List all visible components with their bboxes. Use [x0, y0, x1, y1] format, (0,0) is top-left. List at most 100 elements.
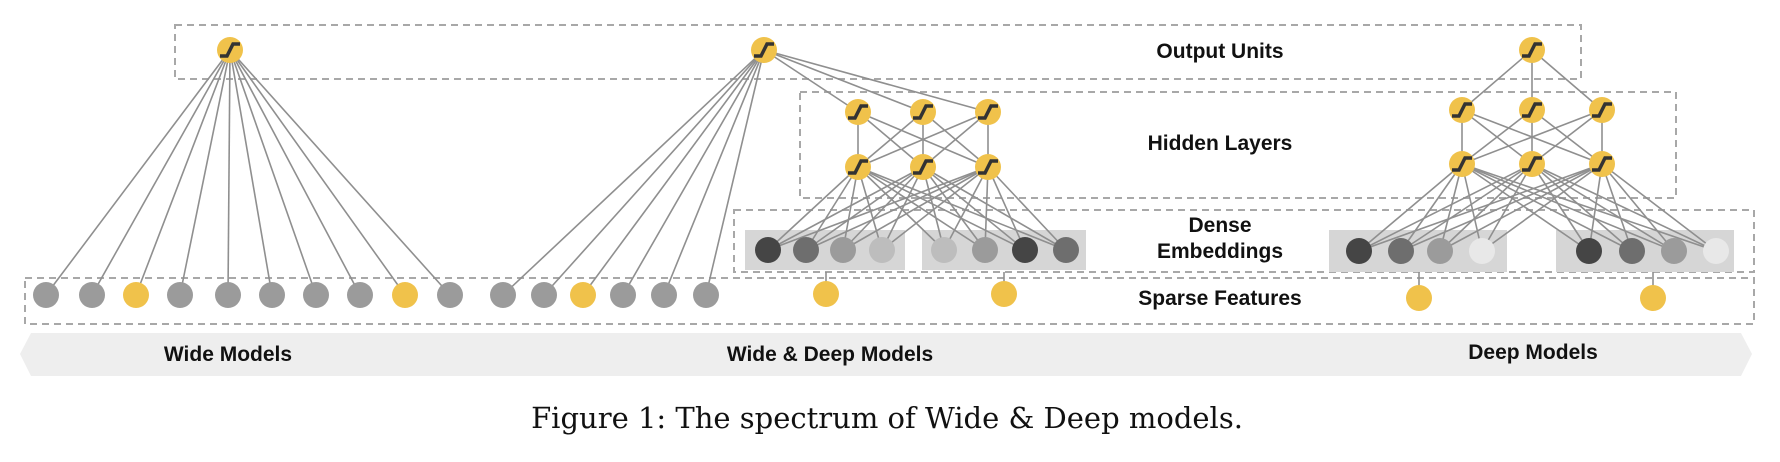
connection-line: [1461, 163, 1675, 252]
connection-line: [805, 166, 859, 251]
connection-line: [1588, 163, 1603, 252]
deep-hidden-unit: [1449, 97, 1475, 123]
deep-output-unit: [1519, 37, 1545, 63]
connection-line: [45, 49, 231, 296]
connection-line: [881, 166, 989, 251]
sparse-features-box: [24, 277, 1755, 325]
connection-line: [91, 49, 231, 296]
deep-models-label: Deep Models: [1468, 341, 1598, 364]
wide-deep-sparse-feature: [570, 282, 596, 308]
connection-line: [1531, 163, 1590, 252]
sigmoid-unit-icon: [913, 104, 933, 120]
connection-line: [229, 49, 451, 296]
connection-line: [767, 166, 859, 251]
sigmoid-unit-icon: [978, 104, 998, 120]
wide-deep-hidden-unit: [975, 154, 1001, 180]
deep-embedding-unit: [1469, 238, 1495, 264]
sparse-features-label: Sparse Features: [1138, 287, 1301, 310]
connection-line: [767, 166, 924, 251]
connection-line: [842, 166, 859, 251]
connection-line: [1358, 163, 1533, 252]
connection-line: [1481, 163, 1533, 252]
wide-sparse-feature: [33, 282, 59, 308]
wide-deep-embedding-unit: [830, 237, 856, 263]
wide-deep-embedding-unit: [972, 237, 998, 263]
wide-sparse-feature: [392, 282, 418, 308]
connection-line: [179, 49, 231, 296]
wide-sparse-feature: [123, 282, 149, 308]
connection-line: [1461, 49, 1533, 111]
connection-line: [857, 111, 989, 168]
connection-line: [227, 49, 231, 296]
connection-line: [763, 49, 924, 113]
connection-line: [922, 111, 989, 168]
connections: [45, 49, 1717, 298]
connection-line: [663, 49, 765, 296]
deep-hidden-unit: [1519, 151, 1545, 177]
wide-deep-sparse-feature: [991, 281, 1017, 307]
connection-line: [1439, 163, 1603, 252]
wide-deep-embedding-unit: [931, 237, 957, 263]
connection-line: [857, 111, 924, 168]
connection-line: [857, 166, 986, 251]
wide-deep-hidden-unit: [975, 99, 1001, 125]
connection-line: [1461, 163, 1590, 252]
sigmoid-unit-icon: [848, 159, 868, 175]
connection-line: [767, 166, 989, 251]
wide-sparse-feature: [347, 282, 373, 308]
connection-line: [1531, 163, 1633, 252]
connection-line: [1531, 49, 1603, 111]
sigmoid-unit-icon: [978, 159, 998, 175]
connection-line: [582, 49, 765, 296]
deep-hidden-unit: [1589, 151, 1615, 177]
connection-line: [1461, 163, 1483, 252]
wide-sparse-feature: [167, 282, 193, 308]
connection-line: [229, 49, 273, 296]
connection-line: [229, 49, 406, 296]
deep-embedding-unit: [1346, 238, 1372, 264]
connection-line: [1601, 163, 1633, 252]
connection-line: [805, 166, 989, 251]
connection-line: [1400, 163, 1463, 252]
connection-line: [922, 166, 945, 251]
wide-deep-embedding-unit: [793, 237, 819, 263]
connection-line: [1439, 163, 1463, 252]
connection-line: [1531, 163, 1675, 252]
connection-line: [502, 49, 765, 296]
wide-deep-hidden-unit: [845, 154, 871, 180]
connection-line: [984, 166, 989, 251]
wide-sparse-feature: [79, 282, 105, 308]
deep-embedding-unit: [1619, 238, 1645, 264]
output-units-box: [174, 24, 1582, 80]
deep-embedding-unit: [1388, 238, 1414, 264]
connection-line: [705, 49, 765, 296]
connection-line: [987, 166, 1067, 251]
sigmoid-unit-icon: [1452, 156, 1472, 172]
connection-line: [881, 166, 924, 251]
connection-line: [922, 166, 986, 251]
wide-deep-sparse-feature: [813, 281, 839, 307]
connection-line: [1461, 163, 1633, 252]
wide-deep-output-unit: [751, 37, 777, 63]
wide-sparse-feature: [303, 282, 329, 308]
connection-line: [1481, 163, 1603, 252]
wide-deep-hidden-unit: [910, 99, 936, 125]
sigmoid-unit-icon: [1522, 42, 1542, 58]
wide-deep-sparse-feature: [610, 282, 636, 308]
wide-deep-sparse-feature: [651, 282, 677, 308]
connection-line: [987, 166, 1026, 251]
connection-line: [1601, 163, 1675, 252]
dense-embeddings-box: [733, 209, 1755, 273]
connection-line: [1358, 163, 1603, 252]
sigmoid-unit-icon: [1522, 156, 1542, 172]
sigmoid-unit-icon: [1452, 102, 1472, 118]
deep-embedding-unit: [1661, 238, 1687, 264]
figure-caption: Figure 1: The spectrum of Wide & Deep mo…: [531, 401, 1243, 435]
wide-deep-embedding-unit: [1053, 237, 1079, 263]
units: [33, 37, 1729, 311]
connection-line: [922, 166, 1026, 251]
dense-embeddings-label-line1: Dense: [1188, 214, 1251, 237]
deep-embedding-unit: [1703, 238, 1729, 264]
wide-output-unit: [217, 37, 243, 63]
connection-line: [1439, 163, 1533, 252]
